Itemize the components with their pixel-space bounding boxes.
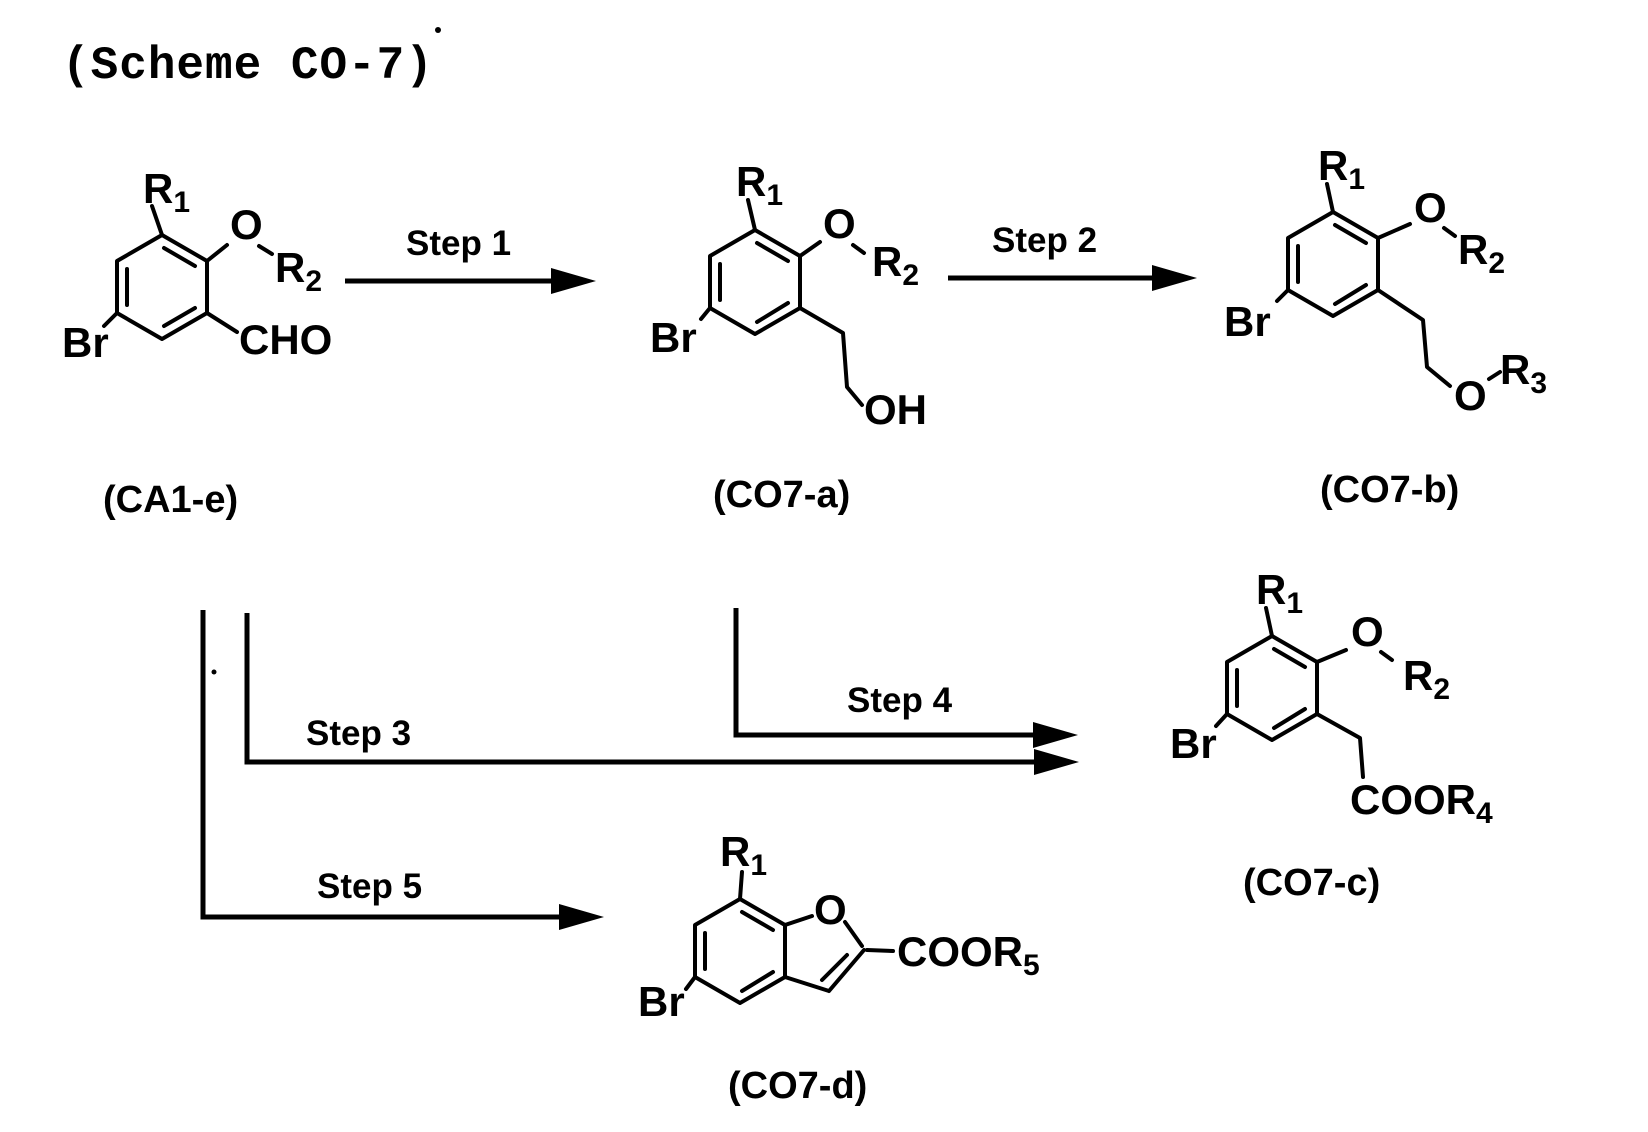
benzene-ring bbox=[1286, 210, 1380, 318]
r2-label: R2 bbox=[1403, 652, 1450, 706]
r1-label: R1 bbox=[720, 828, 767, 882]
aromatic-inner-bonds bbox=[703, 910, 775, 993]
compound-label-co7d: (CO7-d) bbox=[728, 1065, 867, 1107]
arrow-line bbox=[244, 613, 1038, 765]
br-label: Br bbox=[650, 314, 697, 361]
step2-label: Step 2 bbox=[992, 221, 1097, 260]
cho-label: CHO bbox=[239, 316, 332, 363]
compound-label-co7b: (CO7-b) bbox=[1320, 469, 1459, 511]
arrow-head bbox=[551, 268, 596, 294]
structure-co7d: R1 O Br COOR5 (CO7-d) bbox=[638, 828, 1040, 1107]
ether-oxygen-label: O bbox=[1414, 184, 1447, 231]
ring-oxygen-label: O bbox=[814, 886, 847, 933]
chain-oxygen-label: O bbox=[1454, 372, 1487, 419]
step1-arrow: Step 1 bbox=[345, 224, 596, 294]
structure-co7c: R1 O R2 Br COOR4 (CO7-c) bbox=[1170, 566, 1493, 904]
r2-label: R2 bbox=[275, 244, 322, 298]
substituent-bonds bbox=[684, 870, 895, 991]
r2-label: R2 bbox=[872, 238, 919, 292]
arrow-head bbox=[559, 904, 604, 930]
r1-label: R1 bbox=[736, 158, 783, 212]
oh-label: OH bbox=[864, 386, 927, 433]
benzene-ring bbox=[1225, 634, 1319, 742]
benzene-ring bbox=[115, 233, 209, 341]
step5-arrow: Step 5 bbox=[200, 610, 604, 930]
br-label: Br bbox=[62, 319, 109, 366]
benzene-ring bbox=[708, 228, 802, 336]
ink-speck bbox=[435, 27, 441, 33]
aromatic-inner-bonds bbox=[1296, 223, 1368, 306]
arrow-head bbox=[1033, 722, 1078, 748]
step4-label: Step 4 bbox=[847, 681, 953, 720]
scheme-title: (Scheme CO-7) bbox=[62, 40, 434, 92]
arrow-head bbox=[1152, 265, 1197, 291]
step3-label: Step 3 bbox=[306, 714, 411, 753]
ether-oxygen-label: O bbox=[1351, 608, 1384, 655]
r2-label: R2 bbox=[1458, 226, 1505, 280]
ester-label: COOR5 bbox=[897, 928, 1040, 982]
compound-label-ca1e: (CA1-e) bbox=[103, 479, 238, 521]
step1-label: Step 1 bbox=[406, 224, 511, 263]
r1-label: R1 bbox=[143, 165, 190, 219]
r1-label: R1 bbox=[1318, 142, 1365, 196]
structure-co7a: R1 O R2 Br OH (CO7-a) bbox=[650, 158, 927, 516]
step2-arrow: Step 2 bbox=[948, 221, 1197, 291]
substituent-bonds bbox=[102, 204, 274, 334]
substituent-bonds bbox=[1214, 606, 1394, 779]
benzene-ring bbox=[693, 897, 787, 1005]
compound-label-co7a: (CO7-a) bbox=[713, 474, 850, 516]
r3-label: R3 bbox=[1500, 346, 1547, 400]
arrow-line bbox=[200, 610, 563, 920]
ether-oxygen-label: O bbox=[230, 201, 263, 248]
ether-oxygen-label: O bbox=[823, 200, 856, 247]
aromatic-inner-bonds bbox=[718, 241, 790, 324]
ink-speck bbox=[211, 669, 217, 675]
substituent-bonds bbox=[1275, 182, 1502, 388]
step4-arrow: Step 4 bbox=[733, 608, 1078, 748]
furan-double-bond bbox=[820, 953, 849, 982]
ester-label: COOR4 bbox=[1350, 776, 1493, 830]
furan-ring-bonds bbox=[783, 914, 866, 993]
structure-ca1e: R1 O R2 CHO Br (CA1-e) bbox=[62, 165, 332, 521]
br-label: Br bbox=[1170, 720, 1217, 767]
br-label: Br bbox=[638, 978, 685, 1025]
aromatic-inner-bonds bbox=[1235, 647, 1307, 730]
substituent-bonds bbox=[699, 198, 866, 407]
arrow-head bbox=[1034, 749, 1079, 775]
arrow-line bbox=[733, 608, 1037, 738]
br-label: Br bbox=[1224, 298, 1271, 345]
step5-label: Step 5 bbox=[317, 867, 422, 906]
structure-co7b: R1 O R2 Br O R3 (CO7-b) bbox=[1224, 142, 1547, 511]
compound-label-co7c: (CO7-c) bbox=[1243, 862, 1380, 904]
aromatic-inner-bonds bbox=[125, 246, 197, 328]
step3-arrow: Step 3 bbox=[244, 613, 1079, 775]
r1-label: R1 bbox=[1256, 566, 1303, 620]
